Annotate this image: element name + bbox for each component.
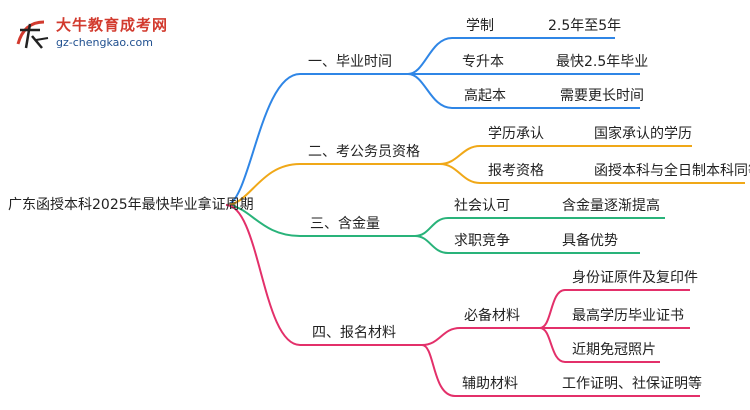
branch-4-child-2-label: 辅助材料 xyxy=(462,376,518,392)
branch-3-child-1-value: 含金量逐渐提高 xyxy=(562,198,660,214)
branch-3-child-1-label: 社会认可 xyxy=(454,198,510,214)
logo-mark-icon xyxy=(16,20,49,49)
connector-branch-1-to-xuezhi xyxy=(407,37,530,75)
connector-branch-2-to-baokao xyxy=(439,163,585,184)
branch-1-child-2-value: 最快2.5年毕业 xyxy=(556,54,649,70)
branch-4-label: 四、报名材料 xyxy=(312,325,396,341)
branch-4-item-2: 最高学历毕业证书 xyxy=(572,308,684,324)
connector-bibei-to-item-1 xyxy=(539,289,690,329)
connector-branch-2-to-xueli xyxy=(439,145,585,165)
branch-3-child-2-value: 具备优势 xyxy=(562,233,618,249)
branch-1-child-1-label: 学制 xyxy=(466,18,494,34)
connector-branch-3-to-shehui xyxy=(414,217,555,237)
branch-2-child-2-label: 报考资格 xyxy=(488,163,544,179)
branch-4-item-1: 身份证原件及复印件 xyxy=(572,270,698,286)
branch-4-child-1-label: 必备材料 xyxy=(464,308,520,324)
branch-4-item-3: 近期免冠照片 xyxy=(572,342,656,358)
connector-branch-4-to-bibei xyxy=(421,327,540,346)
connector-root-to-branch-1 xyxy=(225,73,408,206)
branch-4-child-2-value: 工作证明、社保证明等 xyxy=(562,376,702,392)
connector-root-to-branch-4 xyxy=(225,204,422,346)
connector-branch-3-to-qiuzhi xyxy=(414,235,555,254)
connector-branch-4-to-fuzhu xyxy=(421,344,550,397)
branch-2-child-2-value: 函授本科与全日制本科同等 xyxy=(594,163,750,179)
branch-3-child-2-label: 求职竞争 xyxy=(454,233,510,249)
site-logo: 大牛教育成考网 gz-chengkao.com xyxy=(14,14,194,56)
branch-1-child-2-label: 专升本 xyxy=(462,54,504,70)
logo-title: 大牛教育成考网 xyxy=(56,16,169,34)
branch-2-child-1-label: 学历承认 xyxy=(488,126,544,142)
branch-1-child-1-value: 2.5年至5年 xyxy=(548,18,622,34)
branch-2-label: 二、考公务员资格 xyxy=(308,144,420,160)
branch-1-child-3-label: 高起本 xyxy=(464,88,506,104)
branch-3-label: 三、含金量 xyxy=(310,216,380,232)
logo-url[interactable]: gz-chengkao.com xyxy=(56,36,153,49)
branch-1-label: 一、毕业时间 xyxy=(308,54,392,70)
root-topic: 广东函授本科2025年最快毕业拿证周期 xyxy=(8,197,254,213)
connector-root-to-branch-2 xyxy=(225,163,440,206)
connector-root-to-branch-3 xyxy=(225,204,415,237)
branch-2-child-1-value: 国家承认的学历 xyxy=(594,126,692,142)
branch-1-child-3-value: 需要更长时间 xyxy=(560,88,644,104)
connector-bibei-to-item-3 xyxy=(539,327,660,363)
connector-branch-1-to-gaoqiben xyxy=(407,73,530,109)
